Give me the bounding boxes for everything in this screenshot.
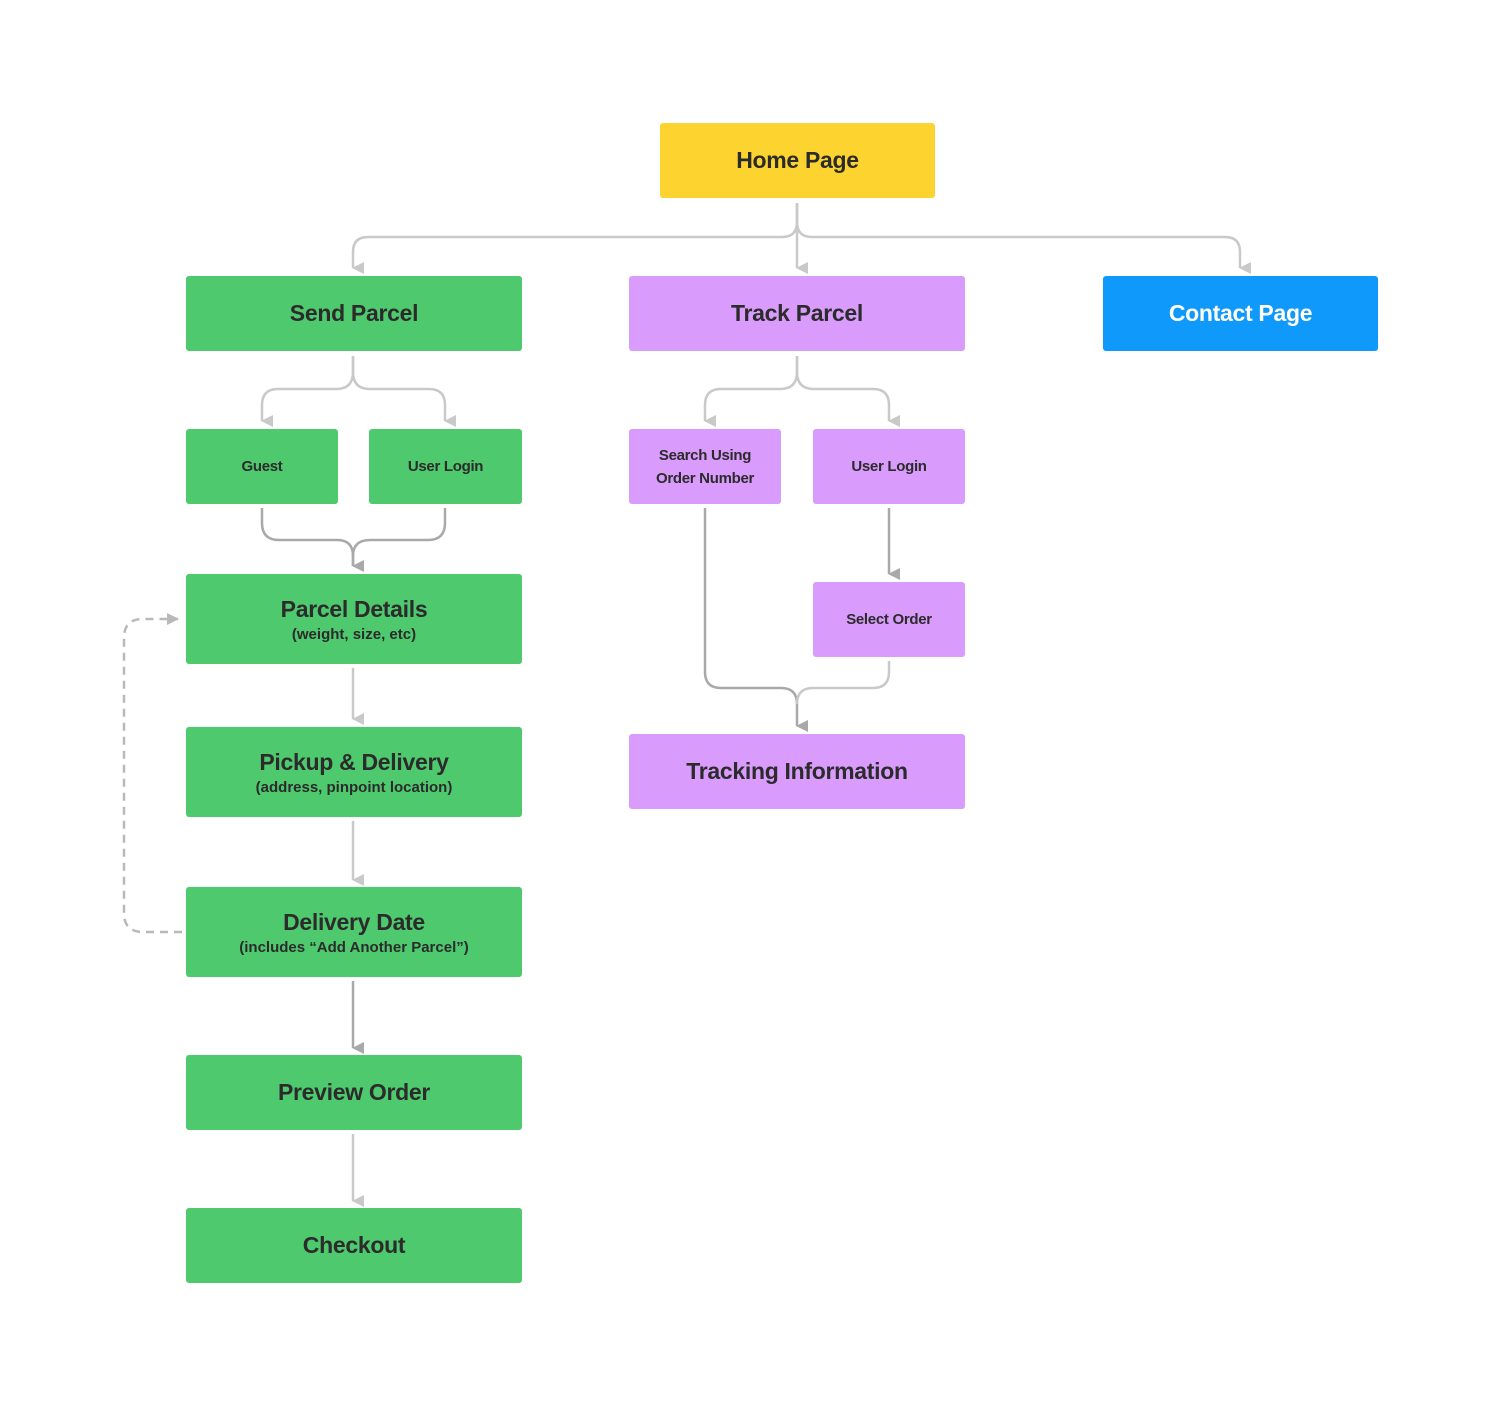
tracking-information-node: Tracking Information xyxy=(629,734,965,809)
node-title: Delivery Date xyxy=(283,908,425,935)
preview-order-node: Preview Order xyxy=(186,1055,522,1130)
select-order-node: Select Order xyxy=(813,582,965,657)
send-parcel-node: Send Parcel xyxy=(186,276,522,351)
send-user-login-node: User Login xyxy=(369,429,522,504)
node-title: Send Parcel xyxy=(289,300,419,326)
guest-node: Guest xyxy=(186,429,338,504)
edge-track-to-login xyxy=(795,356,900,427)
node-title: Tracking Information xyxy=(686,758,908,784)
edge-track-to-search xyxy=(703,356,799,427)
parcel-details-node: Parcel Details (weight, size, etc) xyxy=(186,574,522,664)
node-title: Search Using Order Number xyxy=(655,446,755,487)
track-parcel-node: Track Parcel xyxy=(629,276,965,351)
edge-guest-to-parcel-details xyxy=(260,508,364,572)
node-subtitle: (weight, size, etc) xyxy=(291,625,417,643)
node-title: Checkout xyxy=(302,1232,406,1258)
node-title: User Login xyxy=(851,458,927,475)
edge-home-to-send xyxy=(351,203,799,274)
node-title: Pickup & Delivery xyxy=(259,748,449,775)
edge-loop-add-another-parcel xyxy=(122,613,182,934)
edge-send-to-guest xyxy=(260,356,355,427)
checkout-node: Checkout xyxy=(186,1208,522,1283)
delivery-date-node: Delivery Date (includes “Add Another Par… xyxy=(186,887,522,977)
pickup-delivery-node: Pickup & Delivery (address, pinpoint loc… xyxy=(186,727,522,817)
edge-select-order-to-tracking xyxy=(795,661,891,705)
edge-login-to-parcel-details xyxy=(351,508,447,566)
node-title: Parcel Details xyxy=(280,595,428,622)
node-subtitle: (includes “Add Another Parcel”) xyxy=(239,938,469,956)
contact-page-node: Contact Page xyxy=(1103,276,1378,351)
edge-home-to-contact xyxy=(795,203,1251,274)
node-title: Preview Order xyxy=(277,1079,431,1105)
home-page-node: Home Page xyxy=(660,123,935,198)
track-user-login-node: User Login xyxy=(813,429,965,504)
node-subtitle: (address, pinpoint location) xyxy=(255,778,453,796)
search-order-number-node: Search Using Order Number xyxy=(629,429,781,504)
edge-send-to-login xyxy=(351,356,456,427)
edge-search-to-tracking xyxy=(703,508,808,732)
node-title: Guest xyxy=(241,458,283,475)
node-title: Select Order xyxy=(846,611,932,628)
node-title: Contact Page xyxy=(1168,300,1313,326)
node-title: User Login xyxy=(407,458,484,475)
node-title: Track Parcel xyxy=(731,300,863,326)
node-title: Home Page xyxy=(736,147,859,173)
